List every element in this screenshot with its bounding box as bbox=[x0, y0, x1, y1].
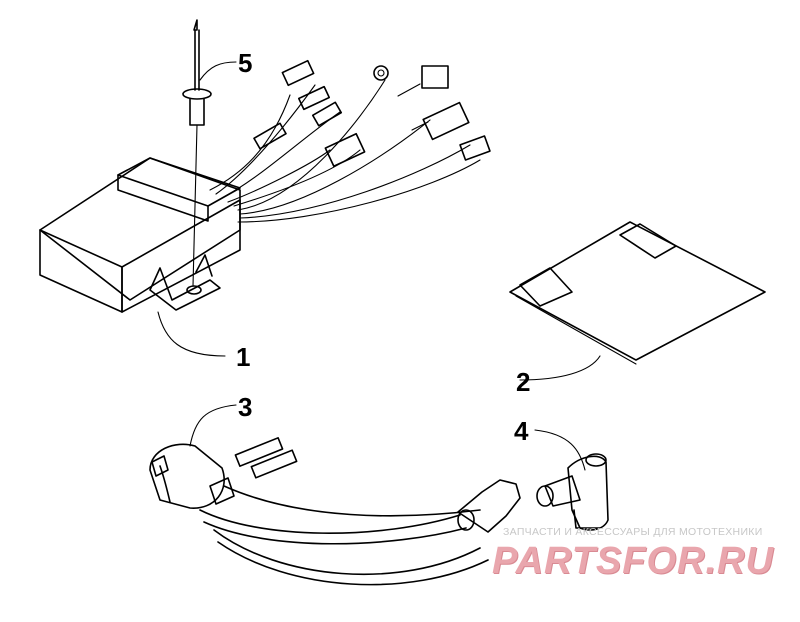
leader-3 bbox=[189, 404, 237, 447]
leader-lines bbox=[157, 61, 601, 471]
part-3-ignition-coil[interactable] bbox=[149, 437, 521, 586]
callout-3: 3 bbox=[238, 392, 252, 422]
leader-2 bbox=[519, 355, 601, 381]
callout-4: 4 bbox=[514, 416, 529, 446]
callout-5: 5 bbox=[238, 48, 252, 78]
leader-4 bbox=[534, 429, 586, 471]
part-5-rivet[interactable] bbox=[182, 19, 212, 287]
leader-1 bbox=[157, 311, 226, 357]
callout-1: 1 bbox=[236, 342, 250, 372]
callout-2: 2 bbox=[516, 367, 530, 397]
watermark-logo: PARTSFOR.RU bbox=[492, 540, 774, 582]
leader-5 bbox=[199, 61, 237, 81]
part-2-decal-sheet[interactable] bbox=[509, 221, 766, 365]
watermark-caption: ЗАПЧАСТИ И АКСЕССУАРЫ ДЛЯ МОТОТЕХНИКИ bbox=[503, 526, 763, 538]
part-4-plug-cap[interactable] bbox=[536, 453, 609, 531]
part-1-cdi-box[interactable] bbox=[39, 59, 491, 313]
